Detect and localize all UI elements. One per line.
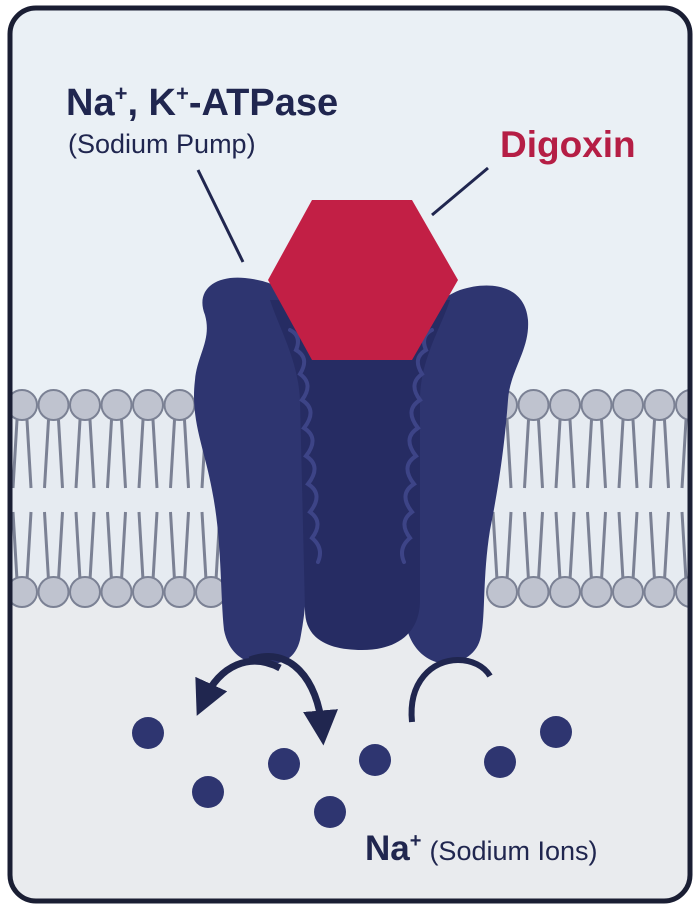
lipid-head [133, 390, 163, 420]
lipid-head [70, 577, 100, 607]
lipid-head [613, 390, 643, 420]
lipid-head [613, 577, 643, 607]
digoxin-label: Digoxin [500, 124, 636, 165]
lipid-head [582, 577, 612, 607]
sodium-ion [192, 776, 224, 808]
lipid-head [133, 577, 163, 607]
lipid-head [519, 577, 549, 607]
sodium-ion [132, 717, 164, 749]
lipid-head [165, 577, 195, 607]
lipid-head [582, 390, 612, 420]
sodium-ion [359, 744, 391, 776]
sodium-ion [268, 748, 300, 780]
lipid-head [39, 577, 69, 607]
lipid-head [550, 390, 580, 420]
lipid-head [165, 390, 195, 420]
sodium-ion [484, 746, 516, 778]
lipid-head [645, 577, 675, 607]
lipid-head [102, 577, 132, 607]
lipid-head [550, 577, 580, 607]
lipid-head [39, 390, 69, 420]
lipid-head [102, 390, 132, 420]
lipid-head [645, 390, 675, 420]
sodium-ion [314, 796, 346, 828]
lipid-head [70, 390, 100, 420]
pump-title: Na+, K+-ATPase [66, 81, 338, 124]
sodium-ion [540, 716, 572, 748]
lipid-head [676, 577, 698, 607]
lipid-head [487, 577, 517, 607]
lipid-head [676, 390, 698, 420]
lipid-head [519, 390, 549, 420]
pump-subtitle: (Sodium Pump) [68, 129, 256, 159]
